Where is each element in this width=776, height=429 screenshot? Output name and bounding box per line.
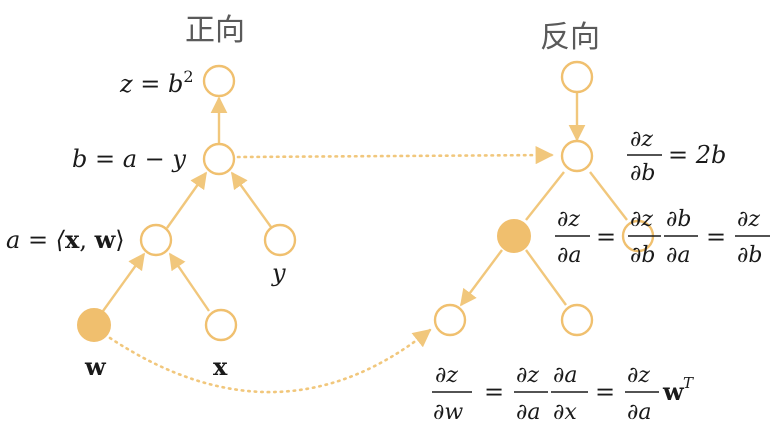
svg-text:∂b: ∂b	[630, 161, 655, 186]
back-node-w	[433, 303, 467, 337]
edge-back-b-to-y	[589, 171, 628, 221]
edge-back-b-to-a	[525, 171, 565, 221]
svg-text:∂z: ∂z	[630, 207, 653, 232]
w-label: w	[84, 352, 107, 381]
formula-dz-db: ∂z ∂b = 2b	[627, 127, 726, 186]
svg-text:∂a: ∂a	[553, 363, 578, 388]
edge-x-to-a	[169, 252, 210, 312]
svg-text:∂x: ∂x	[553, 400, 577, 425]
formula-dz-dw: ∂z ∂w = ∂z ∂a ∂a ∂x = ∂z ∂a w T	[432, 363, 694, 425]
svg-text:w: w	[662, 377, 685, 406]
svg-text:∂z: ∂z	[630, 127, 653, 152]
node-y	[263, 223, 297, 257]
back-node-b	[560, 139, 594, 173]
backward-heading: 反向	[540, 20, 600, 55]
forward-heading: 正向	[185, 13, 245, 48]
formula-dz-da: ∂z ∂a = ∂z ∂b ∂b ∂a = ∂z ∂b	[555, 207, 770, 268]
node-a	[139, 223, 173, 257]
svg-text:∂w: ∂w	[433, 400, 463, 425]
svg-text:∂z: ∂z	[557, 207, 580, 232]
x-label: x	[213, 352, 228, 381]
svg-text:∂z: ∂z	[627, 363, 650, 388]
svg-text:=: =	[596, 223, 616, 251]
edge-y-to-b	[231, 171, 272, 228]
dotted-link-w	[108, 328, 432, 394]
node-z	[202, 64, 236, 98]
svg-text:=: =	[484, 378, 504, 406]
edge-back-a-to-x	[525, 249, 567, 306]
svg-text:= 2b: = 2b	[668, 141, 726, 169]
back-node-x	[560, 303, 594, 337]
svg-text:T: T	[683, 374, 694, 392]
svg-text:∂z: ∂z	[516, 363, 539, 388]
svg-text:∂a: ∂a	[627, 400, 652, 425]
svg-text:=: =	[706, 223, 726, 251]
back-node-a-filled	[497, 219, 531, 253]
svg-text:∂b: ∂b	[630, 243, 655, 268]
svg-text:∂b: ∂b	[737, 243, 762, 268]
edge-a-to-b	[166, 171, 207, 229]
b-label: b = a − y	[72, 145, 186, 173]
y-label: y	[271, 259, 286, 287]
dotted-link-b	[236, 146, 554, 165]
svg-text:∂a: ∂a	[516, 400, 541, 425]
edge-back-a-to-w	[459, 249, 503, 307]
svg-text:∂z: ∂z	[435, 363, 458, 388]
svg-text:∂b: ∂b	[666, 207, 691, 232]
svg-text:∂a: ∂a	[666, 243, 691, 268]
z-label: z = b2	[119, 67, 194, 98]
svg-text:∂a: ∂a	[557, 243, 582, 268]
edge-w-to-a	[102, 252, 145, 312]
node-w-filled	[77, 308, 111, 342]
node-x	[204, 308, 238, 342]
svg-text:=: =	[595, 378, 615, 406]
a-label: a = ⟨x, w⟩	[6, 225, 125, 254]
node-b	[202, 142, 236, 176]
back-node-z	[560, 60, 594, 94]
svg-text:∂z: ∂z	[737, 207, 760, 232]
